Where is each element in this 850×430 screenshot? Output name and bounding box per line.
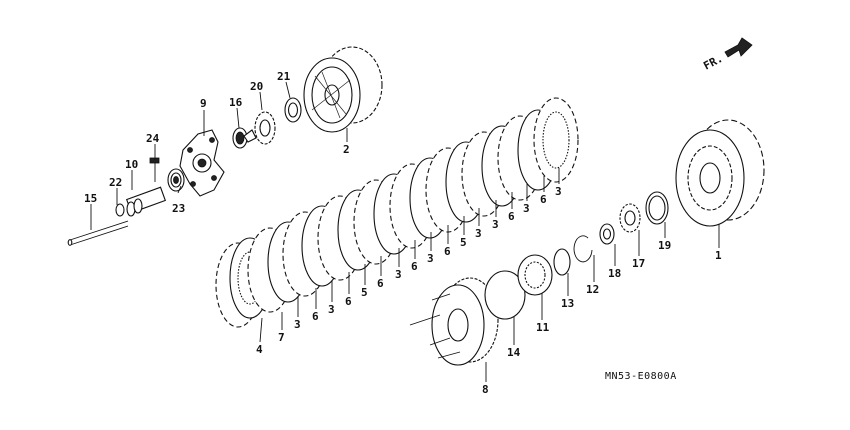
label-part-6: 6 — [508, 210, 515, 223]
part-14-wire-ring — [484, 270, 526, 320]
label-part-1: 1 — [715, 249, 722, 262]
label-part-24: 24 — [146, 132, 160, 145]
label-part-5: 5 — [361, 286, 368, 299]
part-24-bolt — [149, 157, 160, 182]
part-13-spring — [553, 248, 571, 276]
label-part-17: 17 — [632, 257, 645, 270]
label-part-6: 6 — [312, 310, 319, 323]
label-part-13: 13 — [561, 297, 574, 310]
part-8-pressure-plate — [409, 277, 499, 366]
part-9-lifter-plate — [179, 129, 225, 197]
label-part-7: 7 — [278, 331, 285, 344]
part-1-clutch-center — [675, 119, 765, 227]
direction-label: FR. — [701, 52, 725, 73]
label-part-3: 3 — [294, 318, 301, 331]
part-22-ring — [115, 203, 125, 217]
part-23-bearing — [167, 168, 185, 192]
front-direction-arrow-icon — [724, 37, 753, 58]
part-20-drive-sprocket — [243, 111, 276, 145]
label-part-8: 8 — [482, 383, 489, 396]
label-part-11: 11 — [536, 321, 550, 334]
label-part-6: 6 — [345, 295, 352, 308]
label-part-19: 19 — [658, 239, 671, 252]
label-part-14: 14 — [507, 346, 521, 359]
label-part-6: 6 — [411, 260, 418, 273]
label-part-3: 3 — [555, 185, 562, 198]
label-part-3: 3 — [395, 268, 402, 281]
label-part-6: 6 — [540, 193, 547, 206]
label-part-16: 16 — [229, 96, 243, 109]
label-part-22: 22 — [109, 176, 122, 189]
label-part-18: 18 — [608, 267, 621, 280]
part-10-lifter-piece — [125, 186, 167, 217]
label-part-5: 5 — [460, 236, 467, 249]
part-11-spring-seat — [517, 254, 553, 296]
label-part-3: 3 — [523, 202, 530, 215]
friction-disc-stack — [215, 97, 579, 328]
part-19-thrust-washer — [645, 191, 669, 225]
label-part-9: 9 — [200, 97, 207, 110]
part-12-circlip — [573, 235, 593, 263]
callout-labels: 1 2 3 3 3 3 3 3 3 3 4 5 5 6 6 6 6 6 6 6 … — [84, 70, 722, 396]
part-15-pushrod — [67, 220, 129, 246]
part-17-spline-collar — [619, 203, 641, 233]
label-part-3: 3 — [427, 252, 434, 265]
label-part-15: 15 — [84, 192, 97, 205]
label-part-10: 10 — [125, 158, 138, 171]
part-18-washer — [599, 223, 615, 245]
label-part-4: 4 — [256, 343, 263, 356]
part-21-washer — [284, 97, 302, 123]
label-part-3: 3 — [492, 218, 499, 231]
label-part-23: 23 — [172, 202, 185, 215]
label-part-6: 6 — [444, 245, 451, 258]
label-part-2: 2 — [343, 143, 350, 156]
label-part-20: 20 — [250, 80, 263, 93]
label-part-3: 3 — [328, 303, 335, 316]
leader-lines — [90, 81, 720, 382]
label-part-6: 6 — [377, 277, 384, 290]
label-part-12: 12 — [586, 283, 599, 296]
part-2-clutch-outer — [303, 46, 383, 133]
label-part-3: 3 — [475, 227, 482, 240]
label-part-21: 21 — [277, 70, 291, 83]
diagram-code: MN53-E0800A — [605, 371, 677, 382]
